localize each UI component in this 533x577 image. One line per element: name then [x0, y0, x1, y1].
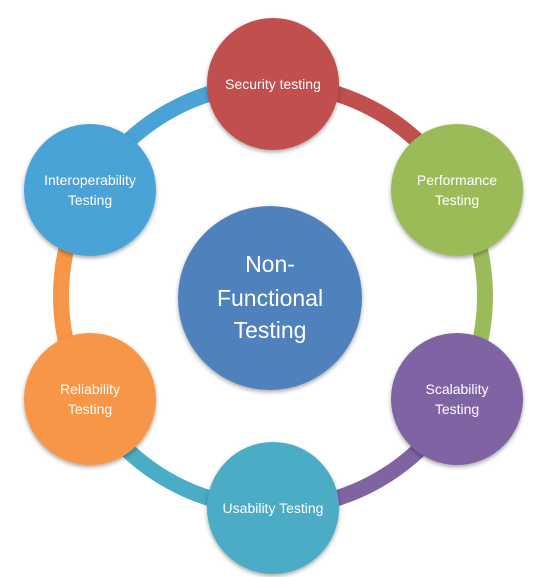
node-label-performance-line-2: Testing — [435, 192, 479, 208]
center-circle — [178, 206, 362, 390]
node-circle-security — [207, 18, 339, 150]
node-security: Security testing — [207, 18, 339, 150]
node-label-security-line-1: Security testing — [225, 76, 321, 92]
node-label-interoperability-line-2: Testing — [68, 192, 112, 208]
node-label-scalability-line-1: Scalability — [425, 381, 488, 397]
node-circle-reliability — [24, 333, 156, 465]
node-label-reliability-line-2: Testing — [68, 401, 112, 417]
node-label-performance-line-1: Performance — [417, 172, 497, 188]
node-label-usability-line-1: Usability Testing — [223, 500, 324, 516]
node-circle-interoperability — [24, 124, 156, 256]
node-usability: Usability Testing — [207, 442, 339, 574]
node-label-interoperability-line-1: Interoperability — [44, 172, 136, 188]
center-label-line-1: Non- — [245, 251, 295, 277]
node-label-reliability-line-1: Reliability — [60, 381, 120, 397]
node-label-scalability-line-2: Testing — [435, 401, 479, 417]
node-circle-usability — [207, 442, 339, 574]
node-circle-performance — [391, 124, 523, 256]
node-circle-scalability — [391, 333, 523, 465]
outer-nodes: Security testingPerformanceTestingScalab… — [24, 18, 523, 574]
center-node: Non- Functional Testing — [178, 206, 362, 390]
center-label-line-3: Testing — [234, 317, 307, 343]
center-label-line-2: Functional — [217, 285, 323, 311]
